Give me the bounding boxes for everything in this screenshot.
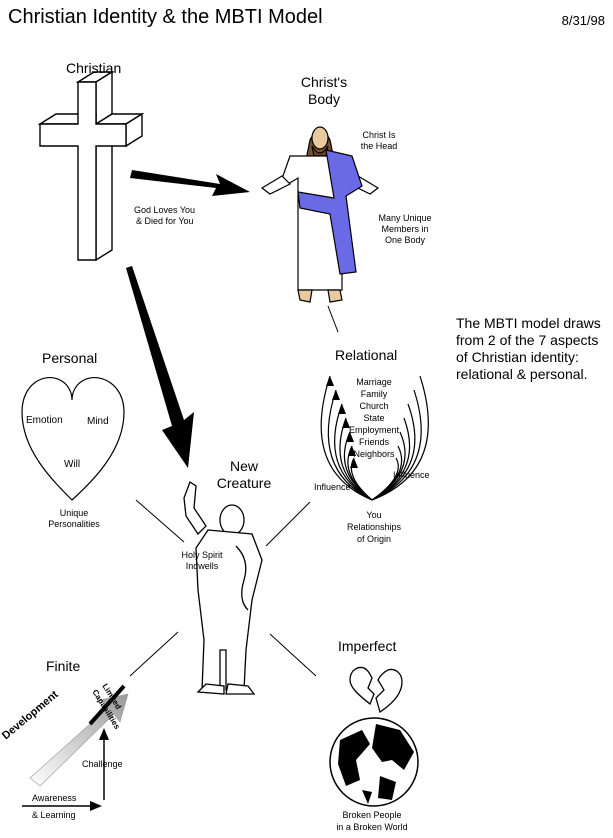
personalities-caption-2: Personalities (48, 519, 100, 529)
imperfect-label: Imperfect (338, 638, 397, 654)
heart-emotion: Emotion (26, 415, 63, 426)
new-creature-label-2: Creature (216, 475, 272, 491)
new-creature-label-1: New (229, 458, 258, 474)
origin-caption-1: Relationships (346, 522, 402, 532)
cross-icon (37, 70, 145, 262)
personalities-caption-1: Unique (59, 508, 89, 518)
christs-body-label-2: Body (308, 91, 340, 107)
influence-left: Influence (314, 482, 351, 492)
relation-item: Church (359, 401, 389, 411)
arrow-to-new-creature (126, 266, 194, 468)
arrow-to-body (130, 170, 250, 196)
mbti-note: The MBTI model draws from 2 of the 7 asp… (456, 315, 601, 382)
relation-item: Employment (348, 425, 400, 435)
christs-body-label-1: Christ's (300, 74, 348, 90)
broken-caption-1: Broken People (342, 810, 402, 820)
page-title: Christian Identity & the MBTI Model (8, 6, 323, 28)
members-caption-3: One Body (384, 235, 426, 245)
relation-item: Neighbors (353, 449, 395, 459)
relation-item: Marriage (356, 377, 392, 387)
christ-head-caption-1: Christ Is (362, 130, 396, 140)
heart-mind: Mind (87, 416, 109, 427)
holy-spirit-caption-1: Holy Spirit (181, 550, 223, 560)
christ-figure-icon (260, 126, 380, 303)
heart-icon (21, 376, 125, 501)
broken-caption-2: in a Broken World (336, 822, 408, 832)
relationship-arcs (320, 375, 429, 501)
holy-spirit-caption-2: Indwells (185, 561, 219, 571)
relation-item: State (363, 413, 385, 423)
awareness-label-2: & Learning (32, 810, 76, 820)
members-caption-2: Members in (381, 224, 429, 234)
christian-label: Christian (66, 60, 122, 76)
members-caption-1: Many Unique (378, 213, 432, 223)
relational-label: Relational (335, 347, 398, 363)
globe-icon (329, 717, 419, 807)
god-loves-caption-2: & Died for You (136, 216, 194, 226)
relation-item: Friends (358, 437, 389, 447)
you-label: You (366, 510, 382, 520)
god-loves-caption-1: God Loves You (134, 205, 196, 215)
christ-head-caption-2: the Head (360, 141, 398, 151)
page-date: 8/31/98 (561, 13, 605, 28)
influence-right: Influence (393, 470, 430, 480)
finite-label: Finite (46, 658, 81, 674)
heart-will: Will (64, 459, 81, 470)
challenge-label: Challenge (82, 759, 123, 769)
personal-label: Personal (42, 350, 98, 366)
origin-caption-2: of Origin (356, 534, 391, 544)
relation-item: Family (360, 389, 388, 399)
awareness-label-1: Awareness (32, 793, 77, 803)
new-creature-figure-icon (183, 481, 263, 695)
broken-heart-icon (349, 666, 403, 714)
